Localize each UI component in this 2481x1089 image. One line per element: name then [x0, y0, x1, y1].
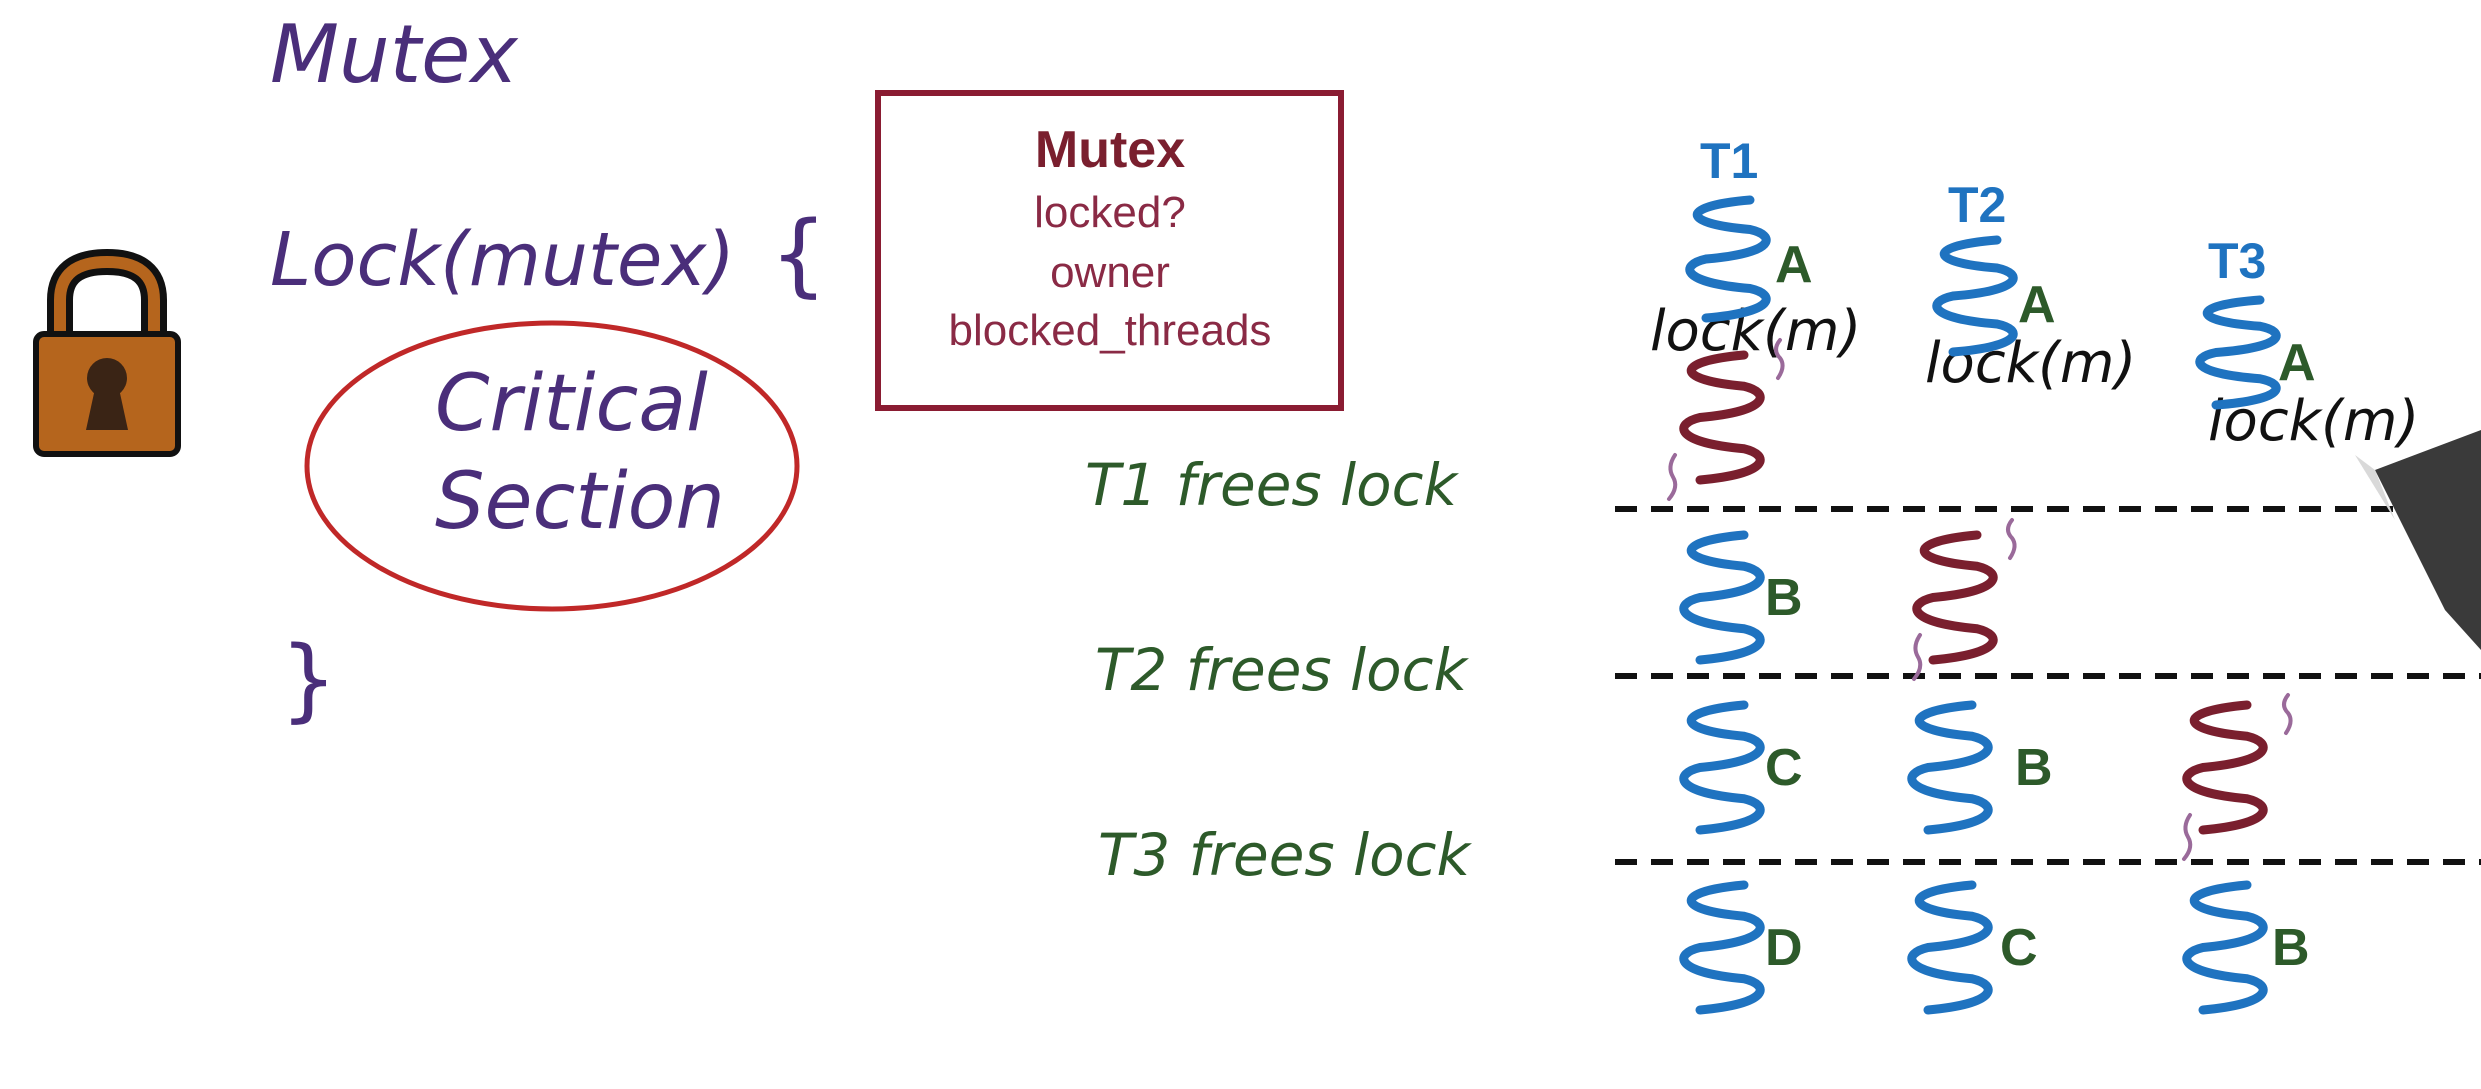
seg-label-t1-b: B: [1765, 569, 1803, 627]
close-brace: }: [280, 627, 337, 732]
brace-marks: [1667, 338, 2293, 861]
squiggle-t3-critical: [2182, 700, 2268, 835]
critical-section-ellipse: [304, 320, 800, 612]
seg-label-t2-c: C: [2000, 919, 2038, 977]
seg-label-t3-b: B: [2272, 919, 2310, 977]
squiggle-t3-a: [2195, 295, 2281, 410]
lock-label-t2: lock(m): [1925, 331, 2136, 396]
critical-label: Critical: [435, 359, 708, 449]
mutex-field-locked: locked?: [1034, 188, 1186, 237]
phase-label-1: T1 frees lock: [1085, 451, 1460, 519]
squiggle-t2-critical: [1912, 530, 1998, 665]
seg-label-t1-c: C: [1765, 739, 1803, 797]
pen-icon: [2355, 430, 2481, 650]
mutex-field-blocked-threads: blocked_threads: [949, 306, 1272, 355]
thread-squiggles: [1679, 195, 2281, 1015]
squiggle-t1-a: [1685, 195, 1771, 323]
seg-label-t2-a: A: [2018, 276, 2056, 334]
thread-header-t3: T3: [2208, 233, 2266, 289]
padlock-icon: [33, 248, 181, 457]
mutex-box-heading: Mutex: [1035, 121, 1185, 179]
left-title: Mutex: [270, 8, 519, 101]
thread-header-t2: T2: [1948, 177, 2006, 233]
section-label: Section: [435, 457, 725, 547]
squiggle-t2-a: [1932, 235, 2018, 357]
squiggle-t2-b: [1907, 700, 1993, 835]
squiggle-t1-b: [1679, 530, 1765, 665]
seg-label-t1-d: D: [1765, 919, 1803, 977]
lock-call: Lock(mutex): [270, 217, 735, 303]
squiggle-t1-c: [1679, 700, 1765, 835]
mutex-box: [875, 90, 1344, 411]
seg-label-t2-b: B: [2015, 739, 2053, 797]
seg-label-t1-a: A: [1775, 236, 1813, 294]
squiggle-t1-d: [1679, 880, 1765, 1015]
open-brace: {: [770, 202, 827, 307]
phase-label-3: T3 frees lock: [1098, 821, 1473, 889]
squiggle-t3-b: [2182, 880, 2268, 1015]
mutex-field-owner: owner: [1050, 248, 1170, 297]
phase-label-2: T2 frees lock: [1095, 636, 1470, 704]
seg-label-t3-a: A: [2278, 334, 2316, 392]
squiggle-t2-c: [1907, 880, 1993, 1015]
squiggle-t1-critical: [1679, 350, 1765, 485]
thread-header-t1: T1: [1700, 133, 1758, 189]
